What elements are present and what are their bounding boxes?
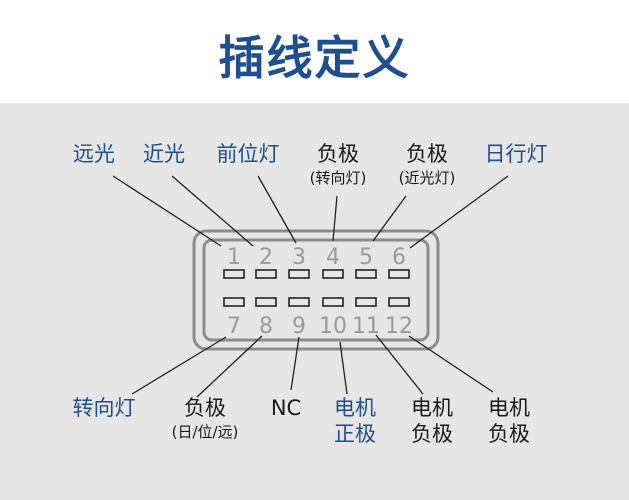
pin-slot-top	[223, 269, 245, 279]
pin-label: 转向灯	[73, 396, 136, 420]
pin-label: (转向灯)	[310, 169, 367, 187]
pin-number: 3	[292, 245, 306, 270]
leader-line	[409, 175, 509, 249]
pin-label: 负极	[411, 422, 453, 446]
pin-slot-bottom	[255, 297, 277, 307]
pin-slot-top	[288, 269, 310, 279]
pin-number: 7	[227, 314, 241, 339]
pin-number: 11	[352, 314, 380, 339]
connector-inner	[202, 238, 430, 342]
leader-line	[372, 195, 407, 242]
pin-label: 正极	[334, 422, 376, 446]
pin-label: 负极	[488, 422, 530, 446]
connector-outer	[192, 229, 440, 351]
pin-number: 12	[385, 314, 413, 339]
pin-label: 负极	[317, 142, 359, 166]
leader-line	[112, 175, 222, 247]
pin-number: 10	[319, 314, 347, 339]
leader-line	[375, 334, 424, 395]
pin-number: 4	[326, 245, 340, 270]
pin-slot-top	[355, 269, 377, 279]
pin-number: 8	[259, 314, 273, 339]
header: 插线定义	[0, 0, 629, 103]
diagram-panel	[0, 103, 629, 500]
pin-label: 负极	[184, 396, 226, 420]
leader-line	[131, 336, 227, 395]
pin-label: 电机	[411, 396, 453, 420]
leader-line	[171, 175, 254, 247]
pin-label: (日/位/远)	[172, 423, 239, 441]
leader-line	[257, 175, 297, 244]
page-title: 插线定义	[218, 31, 411, 85]
pin-slot-bottom	[322, 297, 344, 307]
pin-label: 电机	[488, 396, 530, 420]
pin-slot-bottom	[355, 297, 377, 307]
pin-number: 5	[359, 245, 373, 270]
pin-slot-bottom	[223, 297, 245, 307]
pin-slot-top	[255, 269, 277, 279]
pin-label: 远光	[73, 142, 115, 166]
pin-number: 1	[227, 245, 241, 270]
pin-label: NC	[271, 396, 301, 420]
pin-number: 6	[392, 245, 406, 270]
pin-label: 日行灯	[485, 142, 548, 166]
pin-label: 前位灯	[217, 142, 280, 166]
pin-label: 负极	[406, 142, 448, 166]
pin-number: 9	[292, 314, 306, 339]
pin-slot-top	[388, 269, 410, 279]
leader-line	[408, 335, 494, 393]
pin-label: 电机	[334, 396, 376, 420]
leader-line	[196, 335, 263, 398]
pin-slot-bottom	[388, 297, 410, 307]
pin-slot-top	[322, 269, 344, 279]
pin-slot-bottom	[288, 297, 310, 307]
leader-line	[339, 341, 348, 395]
leader-line	[332, 195, 338, 242]
pin-number: 2	[259, 245, 273, 270]
leader-line	[290, 336, 300, 391]
pin-label: 近光	[143, 142, 185, 166]
pin-label: (近光灯)	[399, 169, 456, 187]
